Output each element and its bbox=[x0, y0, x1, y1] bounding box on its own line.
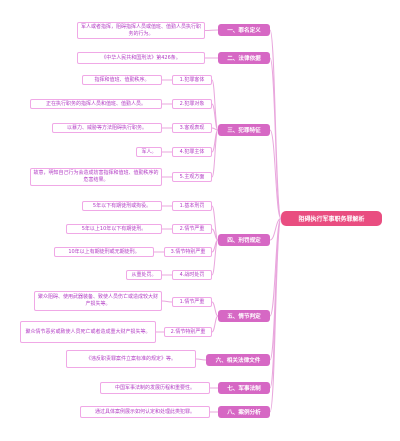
feature-mental-state[interactable]: 5.主观方面 bbox=[172, 172, 212, 182]
penalty-especially-serious[interactable]: 3.情节特别严重 bbox=[164, 247, 212, 257]
penalty-basic[interactable]: 1.基本刑罚 bbox=[172, 201, 212, 211]
mental-state-leaf[interactable]: 故意，明知自己行为会造成妨害指挥和值班、值勤秩序的危害结果。 bbox=[30, 168, 162, 186]
circumstance-serious[interactable]: 1.情节严重 bbox=[172, 297, 212, 307]
category-crime-features[interactable]: 三、犯罪特征 bbox=[218, 124, 270, 136]
penalty-serious[interactable]: 2.情节严重 bbox=[172, 224, 212, 234]
category-legal-basis[interactable]: 二、法律依据 bbox=[218, 52, 270, 64]
feature-objective-conduct[interactable]: 3.客观表现 bbox=[172, 123, 212, 133]
conduct-leaf[interactable]: 以暴力、威胁等方法阻碍执行职务。 bbox=[52, 123, 162, 133]
basic-penalty-leaf[interactable]: 5年以下有期徒刑或拘役。 bbox=[82, 201, 162, 211]
connector-line bbox=[211, 301, 219, 317]
feature-subject[interactable]: 4.犯罪主体 bbox=[172, 147, 212, 157]
connector-line bbox=[211, 129, 219, 178]
connector-line bbox=[269, 57, 282, 219]
case-analysis-leaf[interactable]: 通过具体案例展示如何认定和处理此类犯罪。 bbox=[80, 406, 210, 418]
connector-line bbox=[211, 228, 219, 241]
related-documents-leaf[interactable]: 《违反职责罪案件立案标准的规定》等。 bbox=[66, 350, 196, 368]
especially-serious-circumstance-leaf[interactable]: 聚众情节恶劣或致使人员死亡或者造成重大财产损失等。 bbox=[20, 321, 156, 343]
category-circumstances[interactable]: 五、情节判定 bbox=[218, 310, 270, 322]
target-leaf[interactable]: 正在执行职务的指挥人员和值班、值勤人员。 bbox=[30, 99, 162, 109]
category-penalties[interactable]: 四、刑罚规定 bbox=[218, 234, 270, 246]
subject-leaf[interactable]: 军人。 bbox=[136, 147, 162, 157]
category-case-analysis[interactable]: 八、案例分析 bbox=[218, 406, 270, 418]
serious-penalty-leaf[interactable]: 5年以上10年以下有期徒刑。 bbox=[66, 224, 162, 234]
definition-leaf[interactable]: 军人或者指挥，阻碍指挥人员或值班、值勤人员执行职务的行为。 bbox=[77, 22, 205, 39]
category-definition[interactable]: 一、罪名定义 bbox=[218, 24, 270, 36]
connector-line bbox=[269, 218, 282, 413]
wartime-penalty-leaf[interactable]: 从重处罚。 bbox=[126, 270, 162, 280]
object-leaf[interactable]: 指挥和值班、值勤秩序。 bbox=[82, 75, 162, 85]
category-related-documents[interactable]: 六、相关法律文件 bbox=[206, 354, 270, 366]
serious-circumstance-leaf[interactable]: 聚众阻碍、使用武器装备、致使人员伤亡或造成较大财产损失等。 bbox=[34, 291, 162, 311]
category-military-legal-system[interactable]: 七、军事法制 bbox=[218, 382, 270, 394]
connector-line bbox=[195, 358, 207, 361]
connector-line bbox=[211, 239, 219, 276]
connector-line bbox=[269, 129, 282, 219]
especially-serious-penalty-leaf[interactable]: 10年以上有期徒刑或无期徒刑。 bbox=[54, 247, 154, 257]
circumstance-especially-serious[interactable]: 2.情节特别严重 bbox=[164, 327, 212, 337]
military-legal-system-leaf[interactable]: 中国军事法制的发展历程和重要性。 bbox=[100, 382, 210, 394]
root-node[interactable]: 阻碍执行军事职务罪解析 bbox=[281, 211, 382, 226]
connector-line bbox=[204, 29, 219, 31]
feature-object[interactable]: 1.犯罪客体 bbox=[172, 75, 212, 85]
connector-line bbox=[211, 315, 219, 333]
connector-line bbox=[269, 218, 282, 241]
connector-line bbox=[211, 103, 219, 131]
penalty-wartime[interactable]: 4.战时处罚 bbox=[172, 270, 212, 280]
legal-basis-leaf[interactable]: 《中华人民共和国刑法》第426条。 bbox=[77, 52, 205, 64]
connector-line bbox=[211, 205, 219, 241]
connector-line bbox=[161, 300, 173, 303]
feature-target[interactable]: 2.犯罪对象 bbox=[172, 99, 212, 109]
